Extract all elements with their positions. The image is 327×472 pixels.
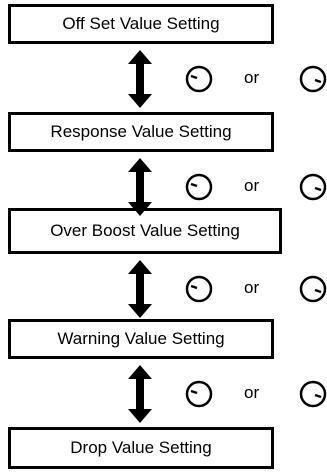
- rotate-left-knob-icon: [185, 65, 213, 93]
- up-down-arrow-icon: [128, 50, 152, 108]
- step-box-offset: Off Set Value Setting: [8, 4, 274, 44]
- connector-row: or: [0, 152, 327, 222]
- step-label: Warning Value Setting: [57, 329, 225, 348]
- step-label: Over Boost Value Setting: [50, 221, 240, 240]
- up-down-arrow-icon: [128, 158, 152, 216]
- step-label: Drop Value Setting: [70, 438, 212, 457]
- up-down-arrow-icon: [128, 365, 152, 423]
- step-label: Response Value Setting: [50, 122, 232, 141]
- step-box-warning: Warning Value Setting: [8, 319, 274, 359]
- rotate-left-knob-icon: [185, 173, 213, 201]
- or-text: or: [244, 176, 260, 195]
- connector-row: or: [0, 44, 327, 114]
- connector-row: or: [0, 359, 327, 429]
- up-down-arrow-icon: [128, 260, 152, 318]
- rotate-right-knob-icon: [299, 275, 327, 303]
- rotate-right-knob-icon: [299, 65, 327, 93]
- rotate-right-knob-icon: [299, 380, 327, 408]
- step-box-response: Response Value Setting: [8, 112, 274, 152]
- step-box-drop: Drop Value Setting: [8, 427, 274, 469]
- or-text: or: [244, 278, 260, 297]
- step-label: Off Set Value Setting: [62, 14, 220, 33]
- rotate-left-knob-icon: [185, 275, 213, 303]
- connector-row: or: [0, 254, 327, 324]
- rotate-right-knob-icon: [299, 173, 327, 201]
- rotate-left-knob-icon: [185, 380, 213, 408]
- or-text: or: [244, 383, 260, 402]
- or-text: or: [244, 68, 260, 87]
